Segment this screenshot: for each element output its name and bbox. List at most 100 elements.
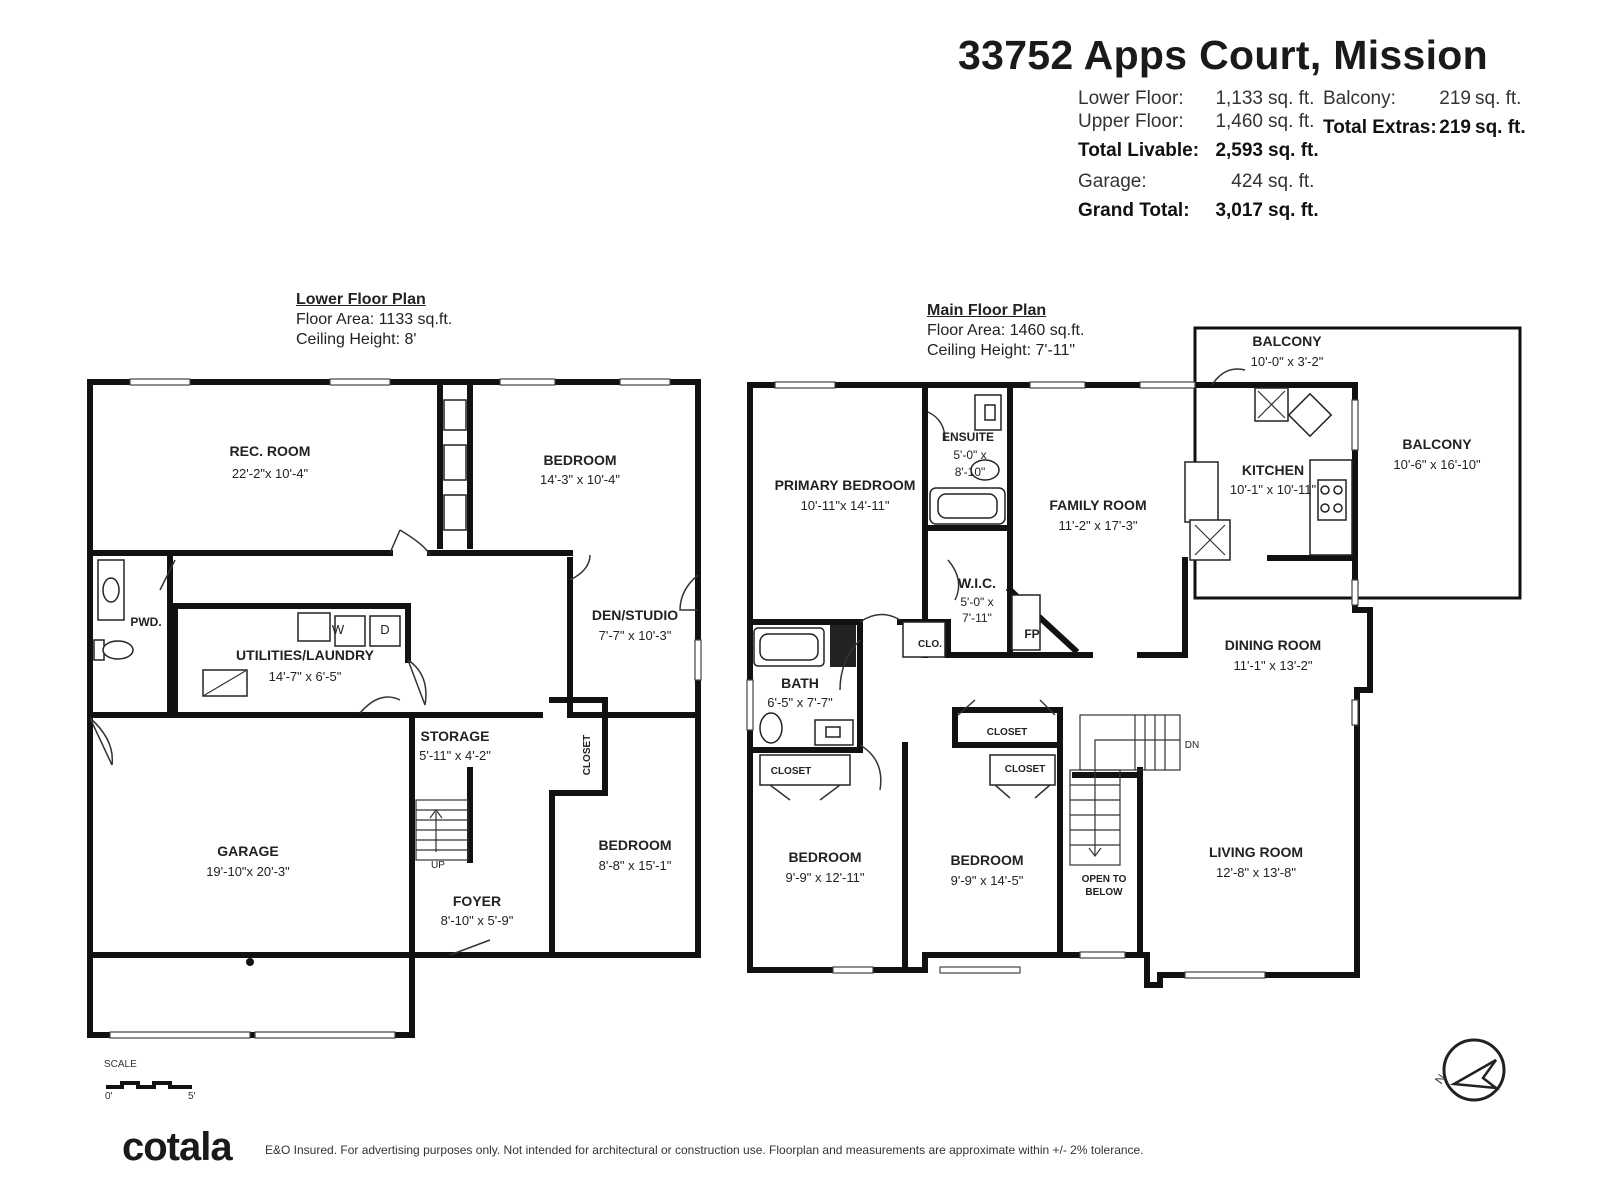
area-value: 2,593 (1215, 140, 1263, 161)
room-labels: REC. ROOM 22'-2"x 10'-4" BEDROOM 14'-3" … (130, 333, 1481, 928)
bath-sink (825, 726, 841, 738)
bath-vanity (814, 719, 854, 746)
kitchen-dim: 10'-1" x 10'-11" (1230, 482, 1317, 497)
garage-door (109, 1031, 251, 1039)
stair-dn-label: DN (1185, 740, 1199, 751)
bath-toilet (759, 712, 783, 744)
wic-dim-b: 7'-11" (962, 611, 992, 625)
window (619, 378, 671, 386)
den-name: DEN/STUDIO (592, 607, 678, 623)
extra-unit: sq. ft. (1475, 88, 1522, 109)
burner (1320, 503, 1330, 513)
lower-plan-floor-area: Floor Area: 1133 sq.ft. (296, 311, 453, 328)
storage-dim: 5'-11" x 4'-2" (419, 748, 491, 763)
burner (1320, 485, 1330, 495)
door-swing (569, 554, 591, 581)
area-value: 1,460 (1215, 111, 1263, 132)
floor-drain (246, 958, 254, 966)
bath-tub-basin (759, 633, 819, 661)
ensuite-dim-a: 5'-0" x (953, 448, 986, 462)
living-room-dim: 12'-8" x 13'-8" (1216, 865, 1296, 880)
foyer-name: FOYER (453, 893, 501, 909)
closet-doors (769, 784, 841, 801)
garage-door (254, 1031, 396, 1039)
main-bedroom-2-name: BEDROOM (950, 852, 1023, 868)
lower-bedroom-2-name: BEDROOM (598, 837, 671, 853)
extras-summary: Balcony: 219 sq. ft. Total Extras: 219 s… (1323, 88, 1533, 148)
compass-ring (1442, 1038, 1506, 1102)
wic-dim-a: 5'-0" x (960, 595, 993, 609)
door-swing (859, 744, 882, 791)
scale-title: SCALE (104, 1059, 137, 1070)
window (1079, 951, 1126, 959)
door-swing (407, 659, 427, 706)
shelf (443, 444, 467, 481)
property-address: 33752 Apps Court, Mission (958, 32, 1488, 78)
closet-frame (759, 754, 851, 786)
window (1184, 971, 1266, 979)
door-swing (389, 529, 431, 556)
cotala-logo: cotala (122, 1125, 233, 1169)
area-value: 424 (1231, 171, 1263, 192)
lower-floor-details (89, 378, 702, 1039)
toilet-bowl (102, 640, 134, 660)
balcony-top-name: BALCONY (1252, 333, 1322, 349)
front-door (449, 939, 491, 956)
window (1351, 399, 1359, 451)
wall (549, 697, 608, 796)
primary-bedroom-name: PRIMARY BEDROOM (775, 477, 916, 493)
corner-cabinet (1287, 392, 1333, 438)
primary-bedroom-dim: 10'-11"x 14'-11" (801, 498, 890, 513)
door-swing (839, 639, 861, 691)
window (746, 679, 754, 731)
main-floor-details (746, 368, 1359, 979)
door-swing (859, 613, 901, 623)
dining-room-name: DINING ROOM (1225, 637, 1321, 653)
laundry-sink (297, 612, 331, 642)
furnace-mark (202, 669, 248, 697)
main-bedroom-2-dim: 9'-9" x 14'-5" (951, 873, 1024, 888)
family-room-dim: 11'-2" x 17'-3" (1059, 518, 1138, 533)
area-label: Lower Floor: (1078, 88, 1184, 109)
window (1029, 381, 1086, 389)
extra-value: 219 (1439, 117, 1471, 138)
kitchen-range (1317, 479, 1347, 521)
area-label: Total Livable: (1078, 140, 1200, 161)
main-plan-heading: Main Floor Plan Floor Area: 1460 sq.ft. … (927, 301, 1084, 361)
closet-c-name: CLOSET (1005, 764, 1046, 775)
clo-name: CLO. (918, 639, 942, 650)
ensuite-tub-basin (937, 493, 998, 519)
sink-basin (102, 577, 120, 603)
balcony-door (1211, 368, 1246, 386)
lower-bedroom-2-dim: 8'-8" x 15'-1" (599, 858, 672, 873)
balcony-side-dim: 10'-6" x 16'-10" (1393, 457, 1481, 472)
bath-name: BATH (781, 675, 819, 691)
dryer-label: D (380, 622, 389, 637)
extra-unit: sq. ft. (1475, 117, 1526, 138)
ensuite-toilet (970, 459, 1000, 481)
extra-label: Total Extras: (1323, 117, 1437, 138)
window (694, 639, 702, 681)
main-plan-title: Main Floor Plan (927, 302, 1047, 319)
window (832, 966, 874, 974)
stair-up-label: UP (431, 860, 445, 871)
door-swing (359, 696, 401, 714)
scale-bar (106, 1081, 192, 1089)
scale-start: 0' (105, 1091, 113, 1102)
main-stairs (1069, 714, 1181, 866)
lower-bedroom-1-dim: 14'-3" x 10'-4" (540, 472, 620, 487)
compass-icon (1442, 1038, 1506, 1102)
door-swing (89, 717, 114, 766)
kitchen-name: KITCHEN (1242, 462, 1304, 478)
wic-name: W.I.C. (958, 575, 996, 591)
bath-dim: 6'-5" x 7'-7" (767, 695, 833, 710)
main-bedroom-1-name: BEDROOM (788, 849, 861, 865)
fireplace (1011, 594, 1041, 651)
area-label: Grand Total: (1078, 200, 1190, 221)
main-plan-ceiling: Ceiling Height: 7'-11" (927, 342, 1076, 359)
storage-name: STORAGE (421, 728, 490, 744)
pwd-name: PWD. (130, 615, 161, 629)
fp-name: FP (1024, 627, 1039, 641)
